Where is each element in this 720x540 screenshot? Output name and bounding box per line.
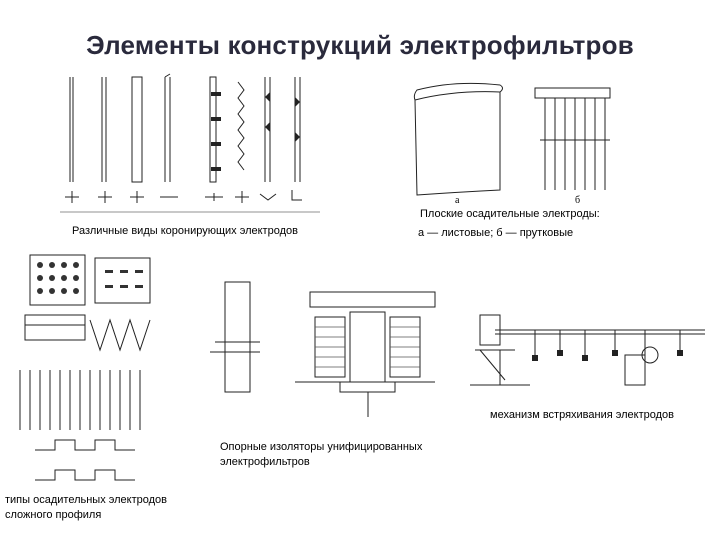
- rapping-mechanism-caption: механизм встряхивания электродов: [490, 409, 674, 421]
- plate-electrodes-figure: а б: [405, 80, 615, 205]
- corona-electrodes-figure: [60, 72, 325, 222]
- rapping-mechanism-figure: [465, 300, 710, 400]
- plate-electrodes-caption-line2: а — листовые; б — прутковые: [418, 227, 574, 239]
- corona-electrodes-caption: Различные виды коронирующих электродов: [72, 225, 298, 237]
- insulators-caption-line1: Опорные изоляторы унифицированных: [220, 441, 423, 453]
- plate-label-a: а: [455, 195, 460, 205]
- support-insulators-figure: [200, 272, 440, 422]
- complex-profile-caption-line2: сложного профиля: [5, 509, 102, 521]
- plate-electrodes-caption-line1: Плоские осадительные электроды:: [420, 208, 600, 220]
- plate-label-b: б: [575, 195, 580, 205]
- slide-title: Элементы конструкций электрофильтров: [86, 30, 634, 60]
- complex-profile-electrodes-figure: [5, 250, 165, 490]
- complex-profile-caption-line1: типы осадительных электродов: [5, 494, 168, 506]
- insulators-caption-line2: электрофильтров: [220, 456, 310, 468]
